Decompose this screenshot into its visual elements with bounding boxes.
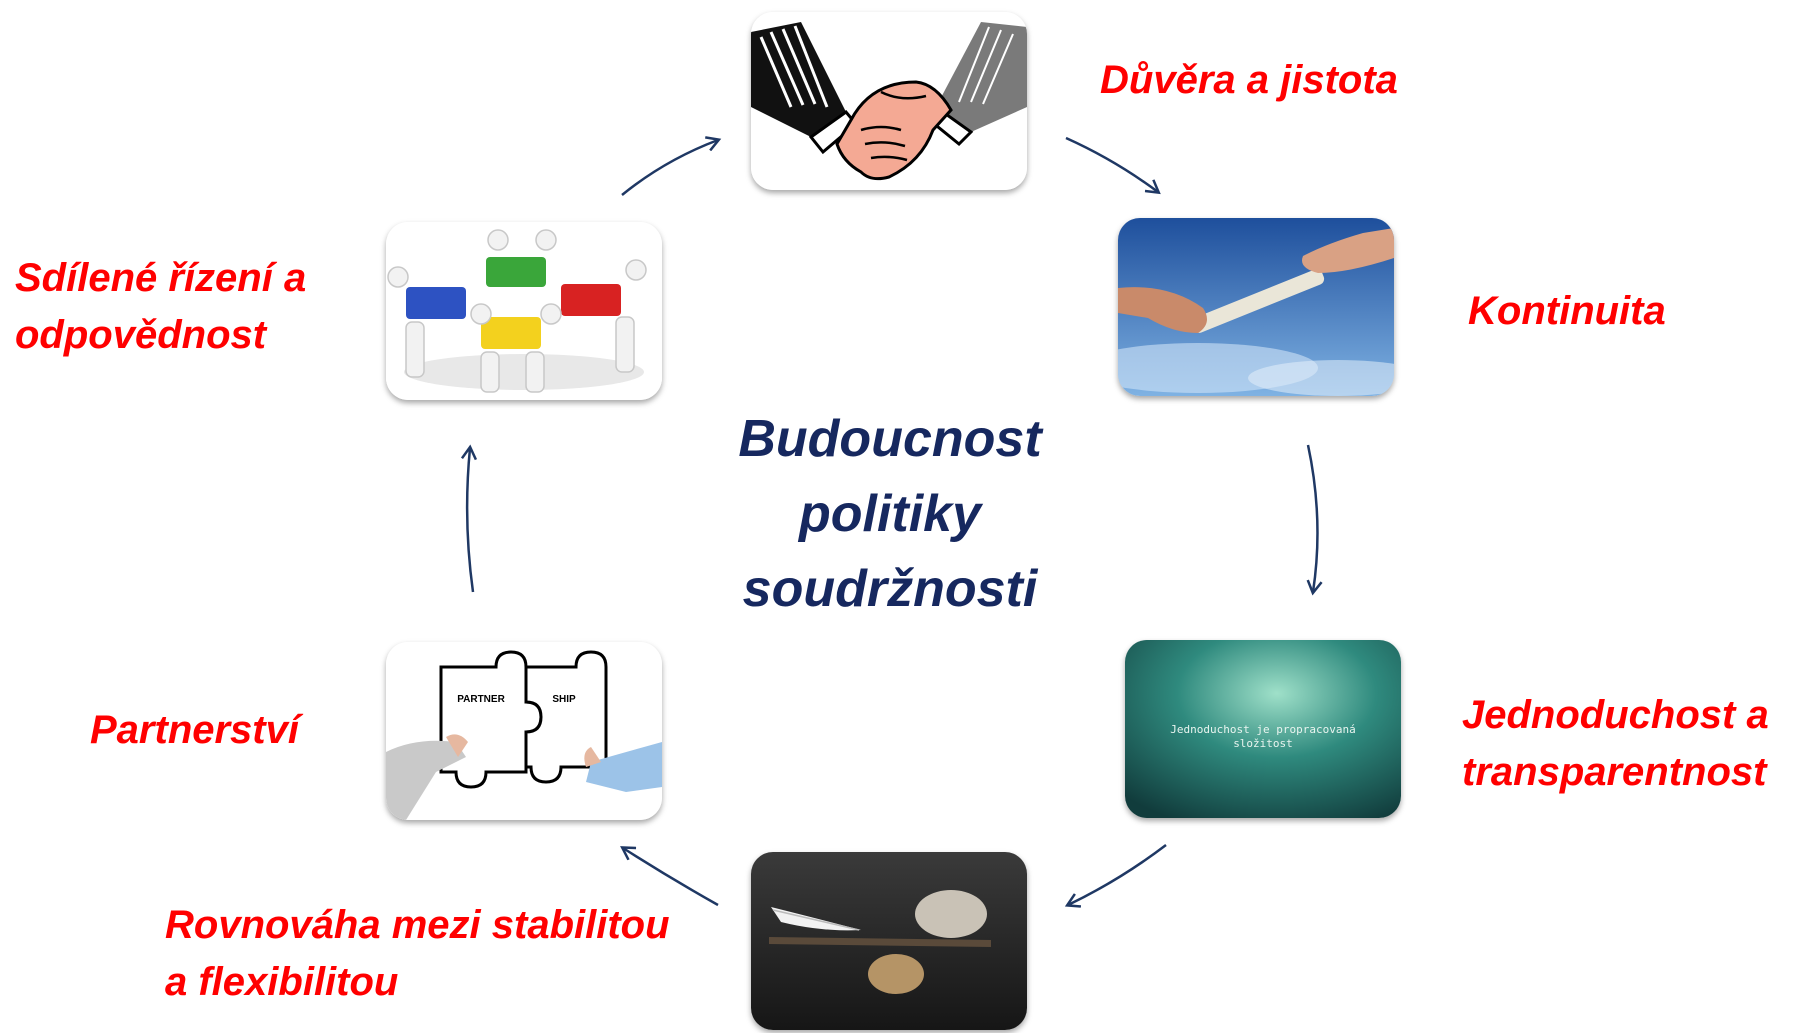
arrow-balance-to-partnership	[623, 848, 719, 907]
label-partnership: Partnerství	[90, 708, 299, 752]
center-title-line2: politiky	[798, 485, 982, 543]
arrow-simplicity-to-balance	[1068, 844, 1167, 905]
relay-baton-icon	[1118, 218, 1394, 396]
label-balance-line2: a flexibilitou	[165, 960, 399, 1004]
puzzle-left-text: PARTNER	[457, 694, 505, 705]
aurora-quote-image: Jednoduchost je propracovaná složitost	[1125, 640, 1401, 818]
puzzle-right-text: SHIP	[552, 694, 576, 705]
center-title-line3: soudržnosti	[742, 560, 1038, 618]
label-trust: Důvěra a jistota	[1100, 58, 1398, 102]
label-shared-line2: odpovědnost	[15, 313, 267, 357]
arrow-trust-to-continuity	[1065, 136, 1158, 192]
arrow-continuity-to-simplicity	[1308, 444, 1317, 592]
handshake-icon	[751, 12, 1027, 190]
label-shared-line1: Sdílené řízení a	[15, 256, 307, 300]
label-balance-line1: Rovnováha mezi stabilitou	[165, 903, 670, 947]
center-title: Budoucnost politiky soudržnosti	[690, 402, 1090, 627]
label-continuity: Kontinuita	[1468, 289, 1666, 333]
simplicity-image: Jednoduchost je propracovaná složitost	[1125, 640, 1401, 818]
center-title-line1: Budoucnost	[738, 410, 1042, 468]
feather-stone-balance-icon	[751, 852, 1027, 1030]
simplicity-quote-line2: složitost	[1233, 737, 1293, 750]
balance-image	[751, 852, 1027, 1030]
label-simplicity-line1: Jednoduchost a	[1462, 693, 1769, 737]
arrow-shared-to-trust	[621, 140, 718, 196]
shared-governance-image	[386, 222, 662, 400]
people-puzzle-icon	[386, 222, 662, 400]
partnership-image: PARTNER SHIP	[386, 642, 662, 820]
puzzle-hands-icon: PARTNER SHIP	[386, 642, 662, 820]
label-shared: Sdílené řízení a odpovědnost	[15, 250, 306, 364]
label-simplicity: Jednoduchost a transparentnost	[1462, 687, 1769, 801]
trust-image	[751, 12, 1027, 190]
simplicity-quote-line1: Jednoduchost je propracovaná	[1170, 723, 1355, 736]
label-simplicity-line2: transparentnost	[1462, 750, 1767, 794]
label-balance: Rovnováha mezi stabilitou a flexibilitou	[165, 897, 670, 1011]
continuity-image	[1118, 218, 1394, 396]
arrow-partnership-to-shared	[467, 448, 473, 593]
